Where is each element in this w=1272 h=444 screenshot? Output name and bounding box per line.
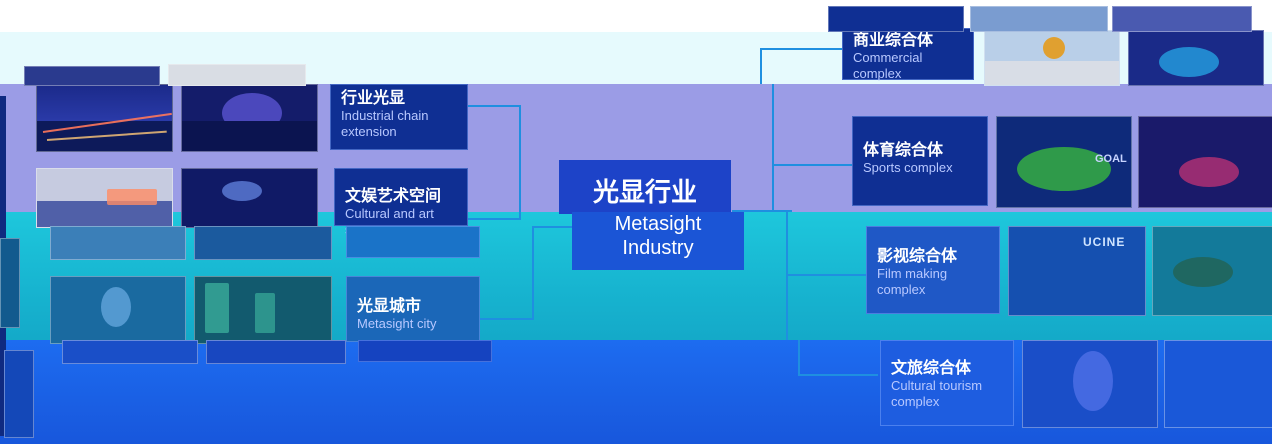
- connector-right-film: [786, 274, 866, 276]
- connector-left-trunk-lower: [532, 226, 534, 318]
- center-node-lower: Metasight Industry: [572, 212, 744, 270]
- photo-city-towers: [194, 276, 332, 344]
- node-tourism: 文旅综合体 Cultural tourism complex: [880, 340, 1014, 426]
- photo-mall: [984, 30, 1120, 86]
- photo-film-set: [1152, 226, 1272, 316]
- center-title-zh: 光显行业: [592, 177, 697, 207]
- connector-left-trunk: [519, 105, 521, 220]
- center-node: 光显行业: [559, 160, 731, 214]
- connector-left-mid: [468, 218, 520, 220]
- node-tourism-zh: 文旅综合体: [891, 360, 972, 377]
- photo-night-highway: [36, 84, 173, 152]
- connector-left-top: [468, 105, 520, 107]
- connector-right-tourism: [798, 374, 878, 376]
- photo-city-towers-lower: [206, 340, 346, 364]
- photo-ucine: UCINE: [1008, 226, 1146, 316]
- node-film: 影视综合体 Film making complex: [866, 226, 1000, 314]
- node-industrial-chain-zh: 行业光显: [341, 90, 406, 107]
- node-industrial-chain-en: Industrial chain extension: [341, 108, 429, 139]
- photo-left-edge-lower: [4, 350, 34, 438]
- node-metasight-city: 光显城市 Metasight city: [346, 276, 480, 342]
- connector-right-lower-trunk: [786, 212, 788, 340]
- photo-top-left-a: [24, 66, 160, 86]
- photo-control-room: [181, 84, 318, 152]
- node-commercial-zh: 商业综合体: [853, 32, 934, 49]
- photo-left-edge: [0, 238, 20, 328]
- center-title-en-2: Industry: [622, 237, 694, 259]
- photo-night-street: [1128, 30, 1264, 86]
- node-commercial-en: Commercial complex: [853, 50, 923, 81]
- connector-right-trunk: [772, 84, 774, 210]
- node-sports: 体育综合体 Sports complex: [852, 116, 988, 206]
- scoreboard-text: GOAL: [1095, 153, 1127, 165]
- photo-art-gallery: [36, 168, 173, 228]
- node-cultural-art-zh: 文娱艺术空间: [345, 188, 442, 205]
- node-cultural-art: 文娱艺术空间 Cultural and art space: [334, 168, 468, 237]
- node-cultural-art-lower: [346, 226, 480, 258]
- node-sports-zh: 体育综合体: [863, 142, 944, 159]
- node-metasight-city-lower: [358, 340, 492, 362]
- photo-arena: [1138, 116, 1272, 208]
- node-metasight-city-en: Metasight city: [357, 316, 437, 331]
- photo-top-left-b: [168, 64, 306, 86]
- connector-right-top-trunk: [760, 48, 762, 84]
- node-metasight-city-zh: 光显城市: [357, 298, 422, 315]
- node-commercial: 商业综合体 Commercial complex: [842, 28, 974, 81]
- node-tourism-en: Cultural tourism complex: [891, 378, 983, 409]
- photo-top-right-a: [970, 6, 1108, 32]
- ucine-logo-text: UCINE: [1083, 235, 1126, 249]
- photo-dark-hall-lower: [194, 226, 332, 260]
- connector-right-tourism-trunk: [798, 340, 800, 376]
- center-title-en-1: Metasight: [614, 213, 702, 235]
- node-film-en: Film making complex: [877, 266, 948, 297]
- photo-city-aerial: [50, 276, 186, 344]
- connector-center-left: [534, 226, 574, 228]
- photo-art-gallery-lower: [50, 226, 186, 260]
- node-industrial-chain: 行业光显 Industrial chain extension: [330, 84, 468, 150]
- node-sports-en: Sports complex: [863, 160, 953, 175]
- photo-top-right-b: [1112, 6, 1252, 32]
- connector-left-bottom: [480, 318, 534, 320]
- node-film-zh: 影视综合体: [877, 248, 958, 265]
- connector-center-right: [732, 210, 792, 212]
- photo-dark-hall: [181, 168, 318, 228]
- photo-night-tower: [1164, 340, 1272, 428]
- photo-top-right-c: [828, 6, 964, 32]
- photo-stadium: GOAL: [996, 116, 1132, 208]
- connector-right-top: [760, 48, 842, 50]
- connector-right-sports: [772, 164, 852, 166]
- photo-theme-park: [1022, 340, 1158, 428]
- photo-city-aerial-lower: [62, 340, 198, 364]
